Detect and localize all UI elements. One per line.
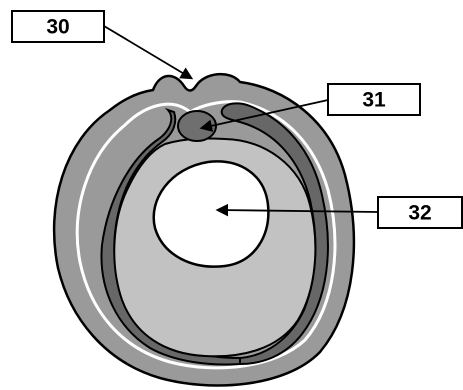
label-32: 32: [378, 197, 462, 228]
label-30-text: 30: [46, 16, 69, 39]
leader-line-30: [104, 26, 191, 78]
label-32-text: 32: [408, 202, 431, 225]
label-31: 31: [328, 84, 420, 115]
label-31-text: 31: [362, 89, 386, 112]
label-30: 30: [12, 11, 104, 42]
